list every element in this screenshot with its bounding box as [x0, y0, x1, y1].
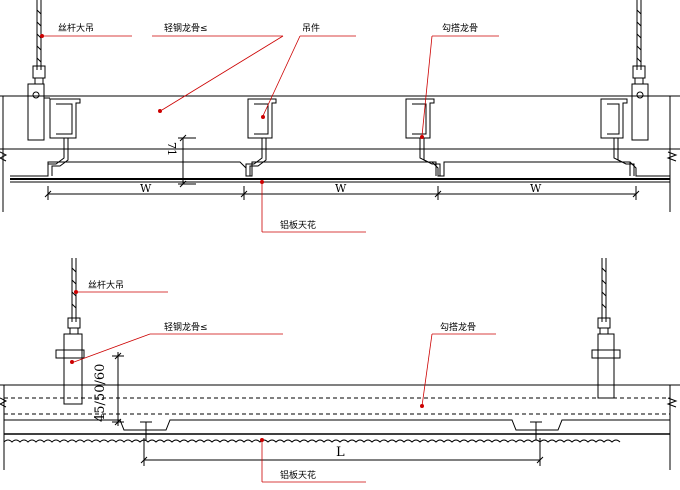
bottom-wall-outline	[0, 384, 680, 470]
top-label-aluminum-ceiling: 铝板天花	[280, 219, 316, 231]
top-dimension-71: 71	[165, 142, 178, 156]
top-hanger-rod-left	[27, 0, 50, 141]
top-wall-outline	[0, 95, 680, 212]
bottom-label-light-steel-keel: 轻钢龙骨≤	[164, 321, 208, 333]
bottom-height-dimension	[112, 352, 124, 426]
top-label-hanger-rod: 丝杆大吊	[58, 22, 94, 34]
bottom-length-dimension	[140, 438, 544, 466]
bottom-leader-lines	[73, 291, 496, 483]
top-leader-lines	[42, 35, 499, 233]
bottom-hanger-rod-left	[55, 258, 85, 405]
top-section-view	[0, 0, 680, 212]
top-label-light-steel-keel: 轻钢龙骨≤	[164, 22, 208, 34]
top-panel-profile	[10, 161, 670, 183]
bottom-label-aluminum-ceiling: 铝板天花	[280, 469, 316, 481]
top-hook-clips	[47, 138, 635, 176]
top-dimension-w-2: W	[335, 182, 347, 195]
bottom-label-hook-keel: 勾搭龙骨	[440, 321, 476, 333]
top-dimension-w-1: W	[140, 182, 152, 195]
bottom-panel-profile	[3, 419, 670, 443]
bottom-dimension-height: 45/50/60	[93, 364, 108, 422]
top-leader-dots	[40, 34, 424, 184]
top-dimension-w-3: W	[530, 182, 542, 195]
top-hanger-rod-right	[631, 0, 649, 141]
bottom-keel-band	[4, 397, 670, 415]
bottom-leader-dots	[70, 290, 424, 442]
top-height-dimension	[178, 134, 196, 188]
bottom-section-view	[0, 258, 680, 470]
bottom-label-hanger-rod: 丝杆大吊	[88, 279, 124, 291]
top-label-hanger-piece: 吊件	[302, 22, 320, 34]
bottom-dimension-l: L	[336, 445, 345, 460]
top-channel-profiles	[49, 98, 628, 139]
bottom-hanger-rod-right	[591, 258, 621, 399]
top-width-dimension	[44, 186, 640, 200]
top-label-hook-keel: 勾搭龙骨	[442, 22, 478, 34]
